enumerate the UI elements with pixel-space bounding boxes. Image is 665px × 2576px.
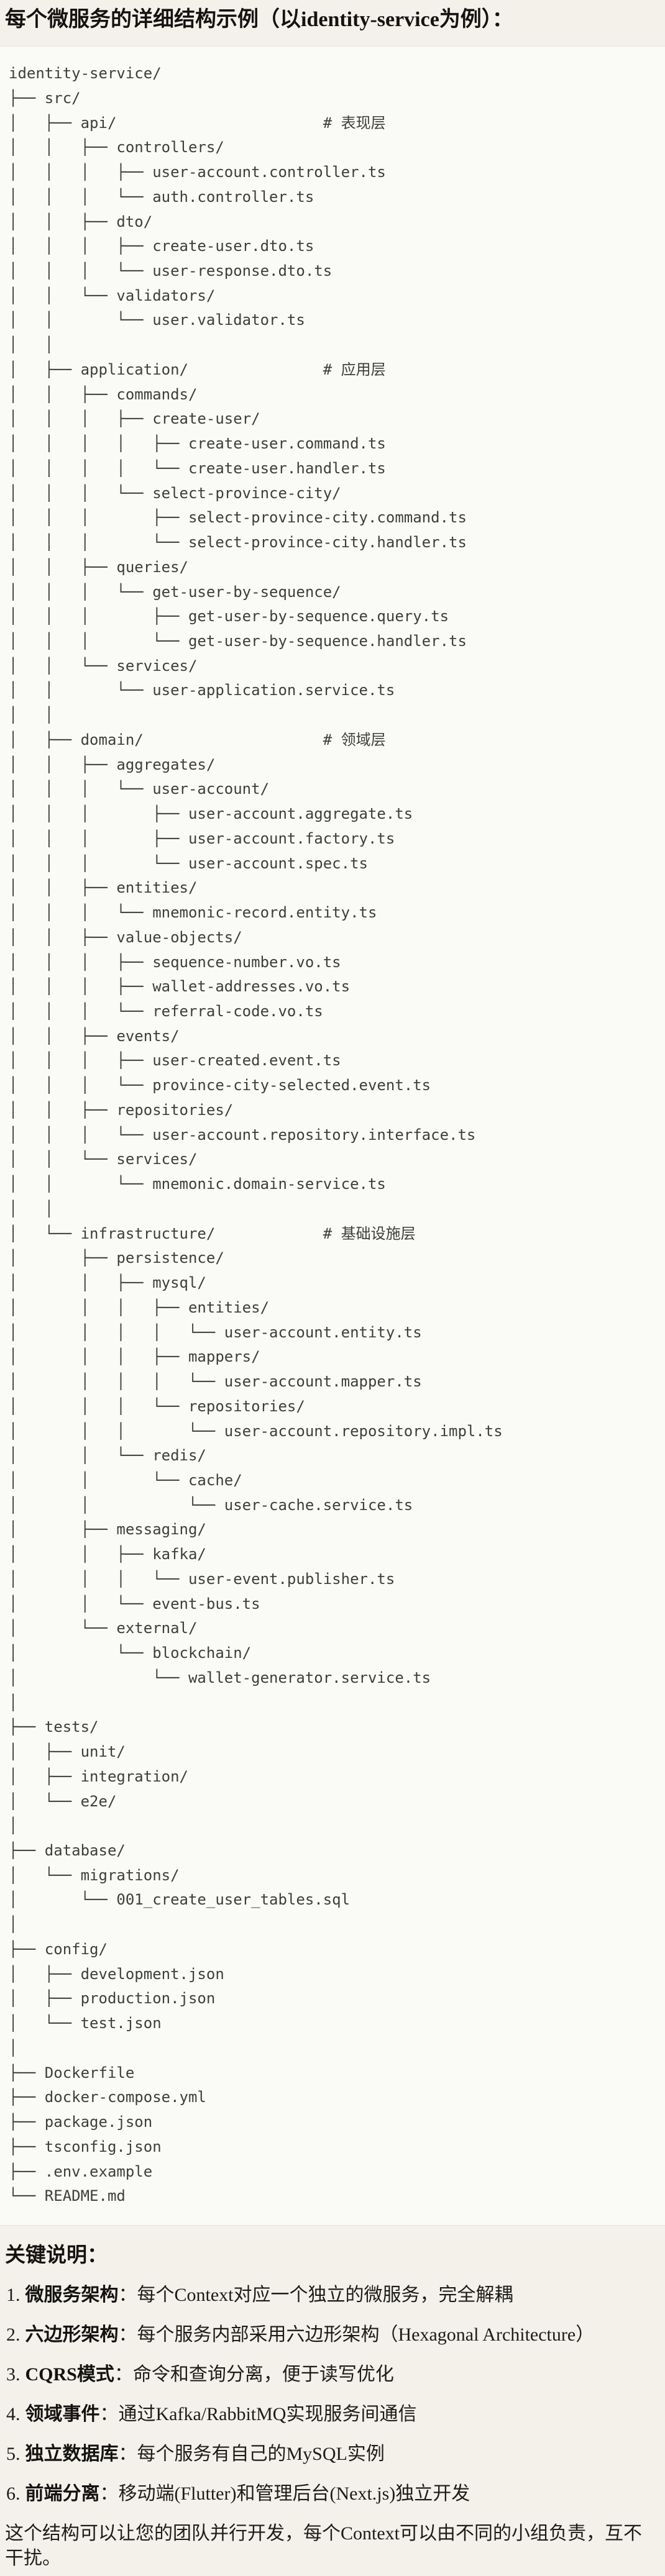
note-term: 独立数据库 — [25, 2444, 119, 2464]
note-item-domain-events: 4.领域事件：通过Kafka/RabbitMQ实现服务间通信 — [5, 2402, 656, 2427]
note-term: 六边形架构 — [25, 2324, 119, 2345]
note-text: ：命令和查询分离，便于读写优化 — [114, 2364, 394, 2385]
note-term: CQRS模式 — [25, 2364, 114, 2385]
note-text: ：移动端(Flutter)和管理后台(Next.js)独立开发 — [99, 2483, 470, 2504]
closing-paragraph: 这个结构可以让您的团队并行开发，每个Context可以由不同的小组负责，互不干扰… — [5, 2523, 642, 2569]
note-number: 6. — [6, 2483, 21, 2504]
note-item-independent-db: 5.独立数据库：每个服务有自己的MySQL实例 — [5, 2442, 656, 2467]
note-term: 微服务架构 — [25, 2285, 119, 2305]
note-number: 3. — [6, 2364, 21, 2385]
note-text: ：每个服务内部采用六边形架构（Hexagonal Architecture） — [118, 2324, 595, 2345]
key-notes-heading: 关键说明： — [5, 2244, 108, 2267]
note-number: 2. — [6, 2324, 21, 2345]
note-number: 5. — [6, 2444, 21, 2464]
key-notes-section: 关键说明： 1.微服务架构：每个Context对应一个独立的微服务，完全解耦 2… — [0, 2226, 665, 2576]
note-number: 4. — [6, 2404, 21, 2424]
note-text: ：每个Context对应一个独立的微服务，完全解耦 — [118, 2285, 513, 2305]
note-item-microservices: 1.微服务架构：每个Context对应一个独立的微服务，完全解耦 — [5, 2283, 656, 2308]
note-text: ：每个服务有自己的MySQL实例 — [118, 2444, 385, 2464]
note-text: ：通过Kafka/RabbitMQ实现服务间通信 — [99, 2404, 417, 2424]
code-block: identity-service/ ├── src/ │ ├── api/ # … — [0, 46, 665, 2226]
note-item-hexagonal: 2.六边形架构：每个服务内部采用六边形架构（Hexagonal Architec… — [5, 2323, 656, 2347]
note-number: 1. — [6, 2285, 21, 2305]
note-item-frontend-split: 6.前端分离：移动端(Flutter)和管理后台(Next.js)独立开发 — [5, 2482, 656, 2506]
note-item-cqrs: 3.CQRS模式：命令和查询分离，便于读写优化 — [5, 2362, 656, 2387]
directory-tree: identity-service/ ├── src/ │ ├── api/ # … — [9, 65, 503, 2205]
note-term: 前端分离 — [25, 2483, 100, 2504]
page-title: 每个微服务的详细结构示例（以identity-service为例）： — [5, 8, 513, 31]
note-term: 领域事件 — [25, 2404, 100, 2424]
